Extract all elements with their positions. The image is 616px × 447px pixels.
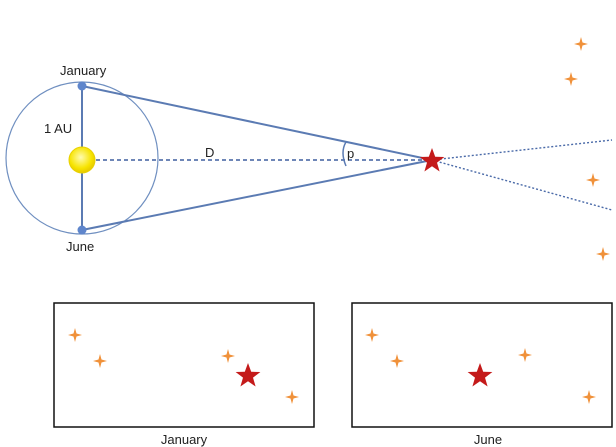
sparkle-icon	[564, 72, 578, 86]
earth-icon	[77, 225, 87, 235]
sparkle-icon	[221, 349, 235, 363]
parallax-angle-arc	[342, 141, 347, 167]
extension-line-upper	[431, 139, 613, 161]
sight-line-june	[81, 159, 433, 231]
sparkle-icon	[285, 390, 299, 404]
sparkle-icon	[586, 173, 600, 187]
label-parallax: p	[347, 146, 354, 161]
sparkle-icon	[518, 348, 532, 362]
caption-june: June	[474, 432, 502, 447]
sun-icon	[68, 146, 96, 174]
star-icon	[419, 148, 445, 172]
label-june: June	[66, 239, 94, 254]
sparkle-icon	[365, 328, 379, 342]
label-distance: D	[205, 145, 214, 160]
extension-line-lower	[431, 159, 613, 211]
sparkle-icon	[390, 354, 404, 368]
sparkle-icon	[582, 390, 596, 404]
sparkle-icon	[68, 328, 82, 342]
star-icon	[235, 363, 261, 387]
june-view-panel	[351, 302, 613, 428]
sparkle-icon	[93, 354, 107, 368]
caption-january: January	[161, 432, 208, 447]
sight-line-january	[81, 85, 433, 161]
sparkle-icon	[574, 37, 588, 51]
label-1-au: 1 AU	[44, 121, 72, 136]
star-icon	[467, 363, 493, 387]
earth-icon	[77, 81, 87, 91]
january-view-panel	[53, 302, 315, 428]
label-january: January	[60, 63, 107, 78]
sparkle-icon	[596, 247, 610, 261]
